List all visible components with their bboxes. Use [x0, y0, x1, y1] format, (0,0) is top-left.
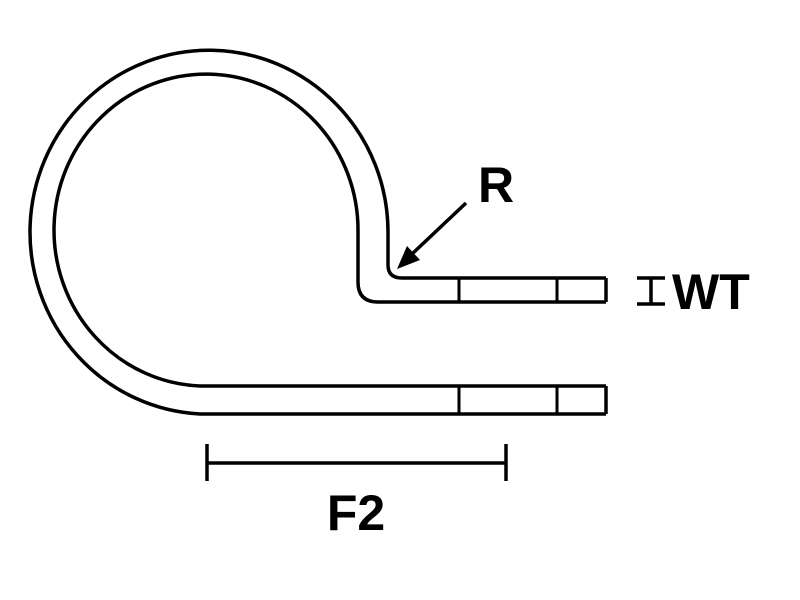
- clamp-outer-edge: [28, 48, 606, 416]
- radius-arrowhead: [397, 246, 420, 269]
- wall-thickness-label: WT: [672, 264, 750, 320]
- radius-arrow-shaft: [410, 201, 468, 256]
- flange-length-label: F2: [327, 485, 385, 541]
- clamp-inner-edge: [52, 72, 606, 388]
- radius-label: R: [478, 157, 514, 213]
